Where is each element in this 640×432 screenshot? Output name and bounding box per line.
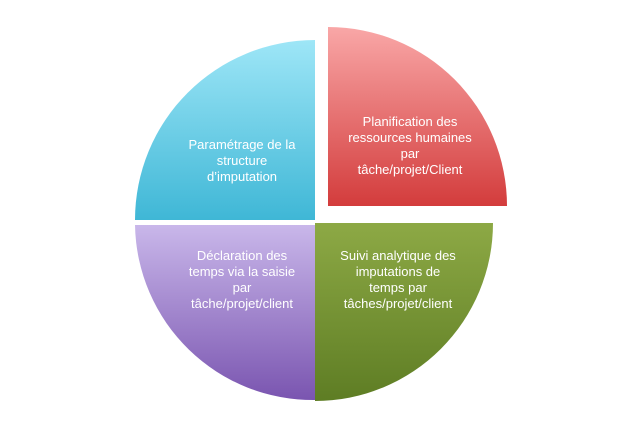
quadrant-bottom-right [315,223,493,401]
quadrant-label-bottom-right: Suivi analytique des imputations de temp… [340,248,456,311]
quadrant-label-bottom-left: Déclaration des temps via la saisie par … [188,248,296,311]
quadrant-top-right [328,27,507,206]
quadrant-label-top-right: Planification des ressources humaines pa… [348,114,472,177]
quadrant-label-top-left: Paramétrage de la structure d’imputation [188,137,296,184]
quadrant-bottom-left [135,225,315,401]
quadrant-top-left [135,40,315,220]
